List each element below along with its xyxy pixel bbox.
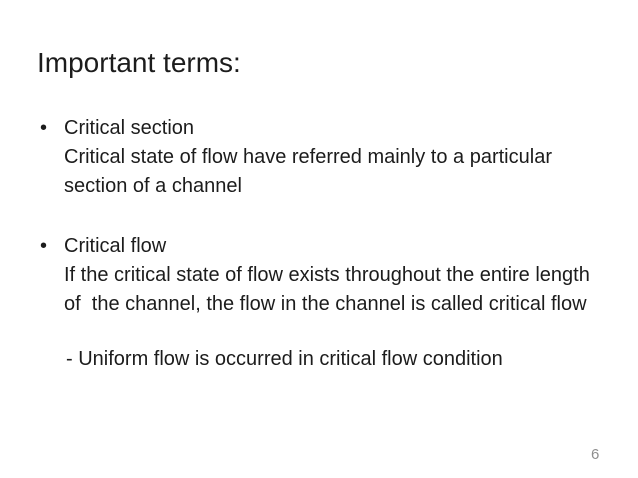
page-title: Important terms: <box>37 47 241 78</box>
bullet-heading: Critical section <box>64 117 195 139</box>
bullet-text-critical-flow: Critical flow If the critical state of f… <box>64 232 604 319</box>
bullet-text-critical-section: Critical section Critical state of flow … <box>64 114 604 201</box>
page-number: 6 <box>591 446 600 463</box>
bullet-icon: • <box>40 235 48 257</box>
bullet-item-critical-flow: • Critical flow If the critical state of… <box>40 232 604 319</box>
bullet-icon: • <box>40 117 48 139</box>
bullet-heading: Critical flow <box>64 235 167 257</box>
bullet-body: Critical state of flow have referred mai… <box>64 146 558 197</box>
bullet-body: If the critical state of flow exists thr… <box>64 264 596 315</box>
note-line: - Uniform flow is occurred in critical f… <box>66 348 503 370</box>
bullet-item-critical-section: • Critical section Critical state of flo… <box>40 114 604 201</box>
